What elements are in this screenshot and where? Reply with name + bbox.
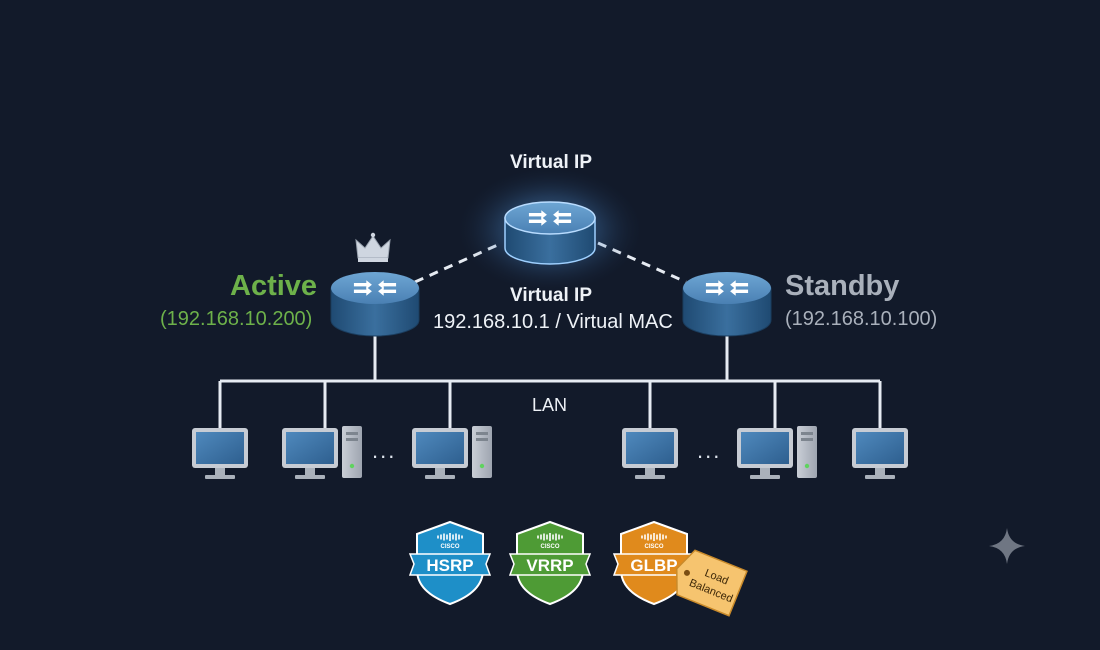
- active-router-icon: [330, 272, 420, 337]
- badge-vendor-text: CISCO: [540, 544, 559, 550]
- virtual-ip-address: 192.168.10.1 / Virtual MAC: [433, 311, 673, 333]
- crown-icon: [355, 232, 391, 262]
- lan-wiring: [218, 334, 882, 428]
- host-workstation-3: [412, 426, 492, 479]
- standby-label: Standby: [785, 270, 900, 302]
- lan-label: LAN: [532, 395, 568, 415]
- standby-ip: (192.168.10.100): [785, 308, 938, 330]
- host-workstation-2: [282, 426, 362, 479]
- host-monitor-6: [852, 428, 908, 479]
- host-ellipsis-right: ...: [697, 438, 722, 463]
- virtual-ip-title: Virtual IP: [510, 152, 593, 173]
- virtual-ip-subtitle: Virtual IP: [510, 285, 593, 306]
- badge-vrrp: CISCO VRRP: [508, 520, 592, 606]
- standby-router-icon: [682, 272, 772, 337]
- badge-name-text: GLBP: [630, 556, 677, 575]
- active-ip: (192.168.10.200): [160, 308, 313, 330]
- host-ellipsis-left: ...: [372, 438, 397, 463]
- badge-vendor-text: CISCO: [440, 544, 459, 550]
- badge-name-text: VRRP: [526, 556, 573, 575]
- badge-vendor-text: CISCO: [644, 544, 663, 550]
- load-balanced-tag: Load Balanced: [676, 549, 748, 617]
- host-monitor-1: [192, 428, 248, 479]
- active-label: Active: [230, 270, 318, 302]
- virtual-router-icon: [504, 201, 596, 265]
- host-workstation-5: [737, 426, 817, 479]
- sparkle-icon: [989, 528, 1025, 564]
- badge-name-text: HSRP: [426, 556, 473, 575]
- host-monitor-4: [622, 428, 678, 479]
- badge-hsrp: CISCO HSRP: [408, 520, 492, 606]
